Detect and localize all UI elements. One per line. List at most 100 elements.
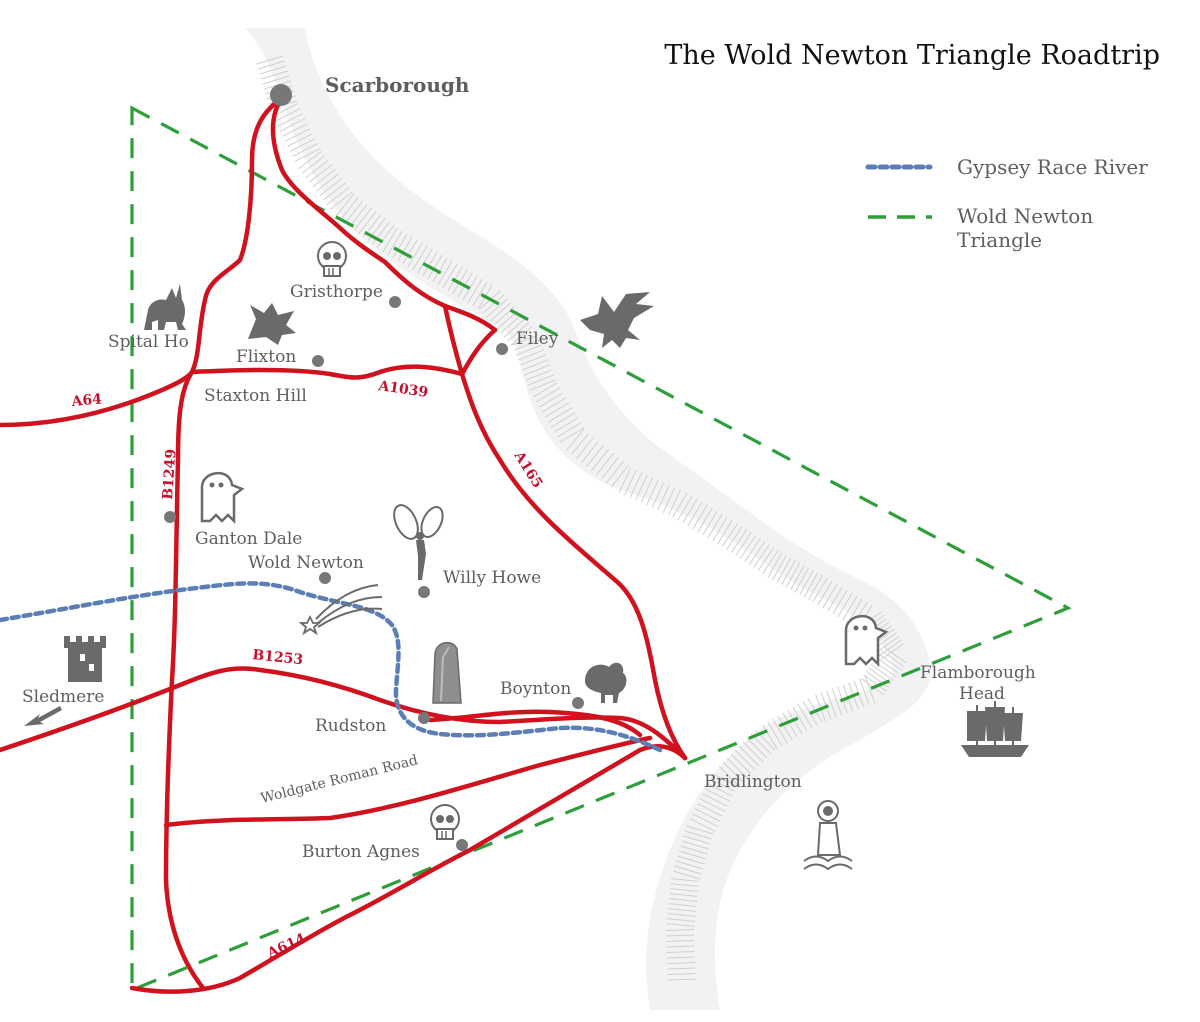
sailing-ship-icon	[961, 701, 1029, 757]
coast-hatch-line	[767, 552, 783, 578]
label-spital-ho: Spital Ho	[108, 332, 189, 352]
gristhorpe-dot	[389, 296, 401, 308]
coast-hatch-line	[376, 225, 395, 248]
coast-hatch-line	[316, 173, 339, 192]
coast-hatch-line	[831, 688, 843, 716]
coast-hatch-line	[289, 138, 316, 152]
coast-hatch-line	[681, 840, 710, 850]
coast-hatch-line	[680, 845, 708, 855]
coast-hatch-line	[282, 123, 308, 137]
legend: Gypsey Race River Wold Newton Triangle	[865, 155, 1148, 252]
coast-hatch-line	[772, 718, 788, 744]
ghost-icon	[200, 472, 245, 525]
coast-hatch-line	[808, 575, 823, 600]
coast-hatch-line	[535, 387, 561, 403]
coast-hatch-line	[870, 663, 895, 682]
coast-hatch-line	[767, 721, 783, 747]
label-ganton-dale: Ganton Dale	[195, 529, 302, 549]
coast-hatch-line	[277, 113, 303, 127]
coast-hatch-line	[651, 482, 665, 508]
coast-hatch-line	[666, 956, 696, 959]
ghost-icon	[844, 615, 889, 668]
label-flamborough-head-line2: Head	[959, 684, 1005, 704]
coast-hatch-line	[753, 544, 770, 568]
coast-hatch-line	[507, 322, 529, 342]
coast-hatch-line	[323, 182, 346, 201]
label-staxton-hill: Staxton Hill	[204, 386, 307, 406]
coast-hatch-line	[812, 577, 828, 603]
coast-hatch-line	[553, 417, 579, 433]
coast-hatch-line	[529, 379, 557, 391]
coast-hatch-line	[402, 239, 418, 265]
coast-hatch-line	[541, 397, 567, 413]
ganton-dale-dot	[164, 511, 176, 523]
coast-hatch-line	[527, 374, 555, 386]
coast-hatch-line	[330, 191, 353, 210]
coast-hatch-line	[692, 813, 718, 827]
coast-hatch-line	[721, 523, 739, 547]
coast-hatch-line	[662, 487, 676, 513]
coast-hatch-line	[358, 211, 377, 234]
coast-hatch-line	[762, 724, 778, 750]
coast-hatch-line	[678, 850, 707, 860]
coast-hatch-line	[260, 70, 289, 80]
coast-hatch-line	[513, 339, 541, 351]
coast-hatch-line	[482, 294, 505, 314]
coast-hatch-line	[822, 583, 838, 609]
coast-hatch-line	[442, 263, 458, 289]
coast-hatch-line	[279, 118, 306, 132]
coast-hatch-line	[515, 344, 543, 356]
flixton-dot	[312, 355, 324, 367]
label-rudston: Rudston	[315, 716, 386, 736]
coast-hatch-line	[500, 314, 522, 334]
coast-hatch-line	[781, 560, 796, 585]
coast-hatch-line	[817, 580, 833, 606]
coast-hatch-line	[467, 278, 483, 304]
coast-hatch-line	[677, 495, 693, 521]
coast-hatch-line	[794, 567, 810, 593]
coast-hatch-line	[349, 204, 368, 227]
coast-hatch-line	[697, 803, 723, 817]
coast-hatch-line	[880, 642, 905, 661]
coast-hatch-line	[803, 572, 819, 598]
coast-hatch-line	[734, 749, 756, 771]
label-burton-agnes: Burton Agnes	[302, 842, 420, 862]
coast-hatch-line	[726, 526, 743, 550]
coast-hatch-line	[672, 870, 701, 880]
coast-hatch-line	[312, 169, 336, 187]
coast-hatch-line	[257, 60, 286, 70]
coast-hatch-line	[298, 151, 322, 169]
label-scarborough: Scarborough	[325, 73, 470, 97]
coast-hatch-line	[777, 715, 793, 741]
coast-hatch-line	[692, 504, 708, 530]
coast-hatch-line	[739, 535, 757, 559]
coast-hatch-line	[875, 656, 900, 675]
road-a64	[0, 364, 465, 428]
coastline	[245, 28, 931, 1010]
coast-hatch-line	[302, 155, 325, 174]
coast-hatch-line	[618, 467, 632, 493]
coast-hatch-line	[686, 825, 714, 835]
coast-hatch-line	[697, 507, 713, 533]
coast-hatch-line	[397, 236, 413, 262]
coast-hatch-line	[432, 257, 448, 283]
meteorite-icon	[298, 584, 383, 636]
coast-hatch-line	[585, 444, 605, 468]
coast-hatch-line	[259, 65, 287, 75]
dragon-icon	[580, 292, 654, 348]
coast-hatch-line	[669, 893, 698, 897]
road-label-a64: A64	[70, 391, 103, 410]
coast-hatch-line	[392, 233, 408, 259]
standing-stone-icon	[432, 641, 462, 704]
coast-hatch-line	[565, 428, 585, 452]
label-bridlington: Bridlington	[704, 772, 802, 792]
coast-hatch-line	[590, 448, 610, 472]
legend-item-triangle: Wold Newton Triangle	[868, 204, 1093, 252]
road-label-a1039: A1039	[376, 378, 429, 401]
coast-hatch-line	[722, 761, 744, 783]
coast-hatch-line	[699, 798, 726, 812]
coast-hatch-line	[665, 929, 695, 931]
legend-item-river: Gypsey Race River	[865, 155, 1148, 179]
coast-hatch-line	[694, 808, 721, 822]
wold-newton-triangle	[130, 105, 1072, 993]
